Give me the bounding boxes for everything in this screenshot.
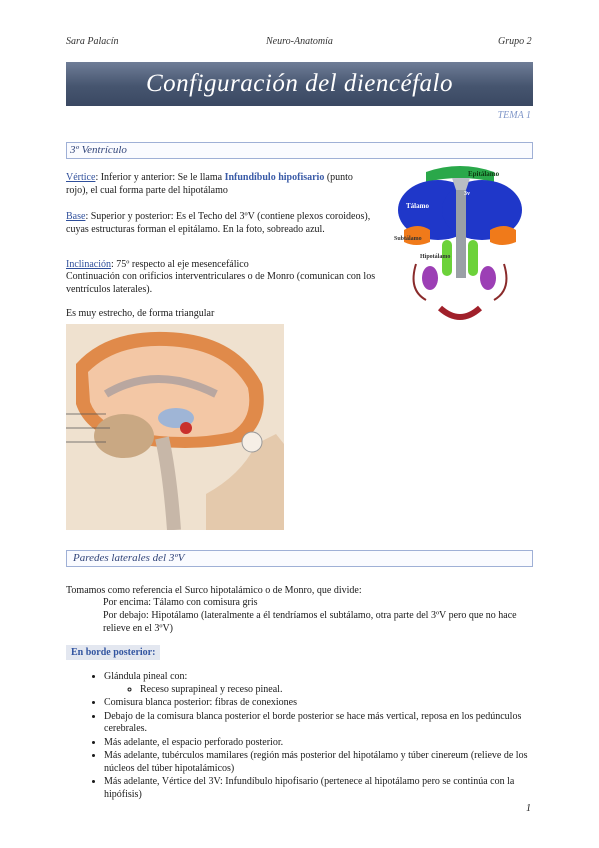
header-author: Sara Palacín [66,36,119,47]
brain-sagittal-image [66,324,284,530]
section-heading-box-2: Paredes laterales del 3ºV [66,550,533,567]
section2-por-debajo: Por debajo: Hipotálamo (lateralmente a é… [103,610,517,634]
list-item: Más adelante, Vértice del 3V: Infundíbul… [104,776,536,801]
base-paragraph: Base: Superior y posterior: Es el Techo … [66,210,376,236]
section2-por-encima: Por encima: Tálamo con comisura gris [103,597,258,608]
vertice-paragraph: Vértice: Inferior y anterior: Se le llam… [66,171,376,197]
label-epitalamo: Epitálamo [468,170,500,178]
list-item: Más adelante, el espacio perforado poste… [104,737,536,750]
inclinacion-label: Inclinación [66,259,111,270]
borde-posterior-list: Glándula pineal con: Receso suprapineal … [86,671,536,802]
shape-paragraph: Es muy estrecho, de forma triangular [66,308,215,319]
inclinacion-paragraph: Inclinación: 75º respecto al eje mesence… [66,258,376,271]
continuacion-paragraph: Continuación con orificios interventricu… [66,271,376,295]
page-title: Configuración del diencéfalo [145,70,453,97]
vertice-label: Vértice [66,172,96,183]
section-heading-box: 3º Ventrículo [66,142,533,159]
vertice-text: : Inferior y anterior: Se le llama [95,172,225,183]
header-group: Grupo 2 [498,36,532,47]
vertice-text-end: (punto rojo), el cual forma parte del hi… [66,172,353,196]
title-banner [66,62,533,106]
list-item: Debajo de la comisura blanca posterior e… [104,711,536,736]
tema-label: TEMA 1 [497,110,531,121]
infundibulo-highlight: Infundíbulo hipofisario [224,172,325,183]
list-subitem: Receso suprapineal y receso pineal. [140,684,536,697]
page-number: 1 [526,803,531,814]
section-heading-2: Paredes laterales del 3ºV [73,552,185,564]
section-heading: 3º Ventrículo [70,144,127,156]
base-text: : Superior y posterior: Es el Techo del … [66,211,371,235]
diencephalon-diagram: Epitálamo 3v Tálamo Subtálamo Hipotálamo [386,160,534,326]
base-label: Base [66,211,86,222]
borde-posterior-tag: En borde posterior: [66,645,161,660]
label-talamo: Tálamo [406,202,429,210]
inclinacion-text: : 75º respecto al eje mesencefálico [110,259,249,270]
list-item: Más adelante, tubérculos mamilares (regi… [104,750,536,775]
label-subtalamo: Subtálamo [394,236,422,242]
list-item: Glándula pineal con: Receso suprapineal … [104,671,536,696]
label-hipotalamo: Hipotálamo [420,254,450,260]
list-item: Comisura blanca posterior: fibras de con… [104,697,536,710]
section2-intro: Tomamos como referencia el Surco hipotal… [66,585,362,596]
label-3v: 3v [464,191,470,197]
header-subject: Neuro-Anatomía [266,36,333,47]
